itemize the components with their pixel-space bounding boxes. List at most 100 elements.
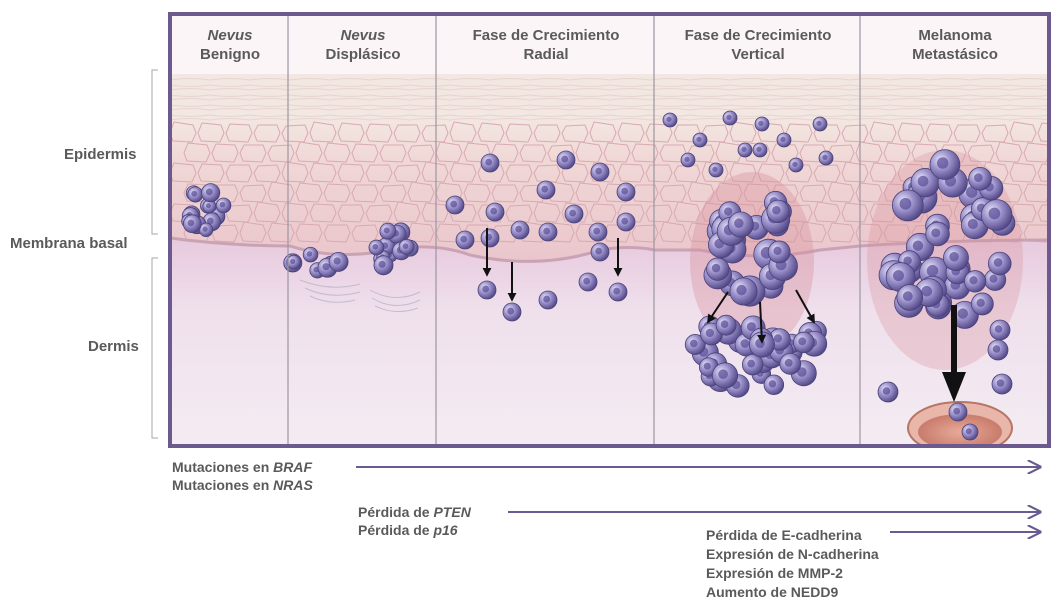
- melanocyte-cell: [579, 273, 597, 291]
- melanocyte-cell: [591, 163, 609, 181]
- melanocyte-cell: [511, 221, 529, 239]
- label-dermis: Dermis: [88, 338, 139, 355]
- melanocyte-cell: [456, 231, 474, 249]
- melanocyte-cell: [565, 205, 583, 223]
- column-header-text: Fase de Crecimiento: [685, 27, 832, 44]
- column-header-text: Displásico: [325, 46, 400, 63]
- melanocyte-cell: [981, 200, 1012, 231]
- column-header-radial-growth: Fase de Crecimiento Radial: [438, 26, 654, 64]
- event-pten: Pérdida de PTEN: [358, 503, 471, 521]
- melanocyte-cell: [813, 117, 827, 131]
- melanocyte-cell: [539, 291, 557, 309]
- melanocyte-cell: [949, 403, 967, 421]
- melanocyte-cell: [964, 271, 985, 292]
- melanocyte-cell: [693, 133, 707, 147]
- melanocyte-cell: [481, 154, 499, 172]
- melanocyte-cell: [591, 243, 609, 261]
- melanocyte-cell: [329, 252, 348, 271]
- melanocyte-cell: [789, 158, 803, 172]
- column-header-text: Fase de Crecimiento: [473, 27, 620, 44]
- event-text: Pérdida de: [358, 522, 433, 538]
- melanocyte-cell: [768, 241, 790, 263]
- melanocyte-cell: [767, 200, 789, 222]
- event-text: Pérdida de: [358, 504, 433, 520]
- event-group-braf-nras: Mutaciones en BRAF Mutaciones en NRAS: [172, 458, 313, 494]
- melanocyte-cell: [793, 332, 814, 353]
- column-header-dysplastic-nevus: Nevus Displásico: [290, 26, 436, 64]
- label-epidermis: Epidermis: [64, 146, 137, 163]
- event-text: Mutaciones en: [172, 459, 273, 475]
- melanocyte-cell: [287, 255, 301, 269]
- melanocyte-cell: [712, 363, 737, 388]
- melanocyte-cell: [663, 113, 677, 127]
- column-header-text: Vertical: [731, 46, 784, 63]
- column-header-italic: Nevus: [207, 27, 252, 44]
- gene-name: PTEN: [433, 504, 470, 520]
- column-header-text: Melanoma: [918, 27, 991, 44]
- layer-brackets: [152, 70, 158, 438]
- melanocyte-cell: [897, 285, 923, 311]
- melanocyte-cell: [992, 374, 1012, 394]
- melanocyte-cell: [971, 293, 993, 315]
- melanocyte-cell: [486, 203, 504, 221]
- melanocyte-cell: [755, 117, 769, 131]
- event-group-invasion: Pérdida de E-cadherina Expresión de N-ca…: [706, 526, 879, 602]
- event-nedd9: Aumento de NEDD9: [706, 583, 879, 602]
- melanocyte-cell: [617, 183, 635, 201]
- melanocyte-cell: [728, 212, 753, 237]
- melanocyte-cell: [753, 143, 767, 157]
- melanocyte-cell: [777, 133, 791, 147]
- melanocyte-cell: [988, 340, 1008, 360]
- melanocyte-cell: [216, 198, 231, 213]
- gene-name: p16: [433, 522, 457, 538]
- melanocyte-cell: [930, 150, 960, 180]
- melanocyte-cell: [183, 215, 201, 233]
- gene-name: BRAF: [273, 459, 312, 475]
- melanocyte-cell: [202, 184, 220, 202]
- melanocyte-cell: [681, 153, 695, 167]
- melanocyte-cell: [962, 424, 978, 440]
- melanocyte-cell: [709, 163, 723, 177]
- melanocyte-cell: [374, 256, 393, 275]
- melanocyte-cell: [380, 223, 396, 239]
- melanocyte-cell: [303, 247, 318, 262]
- melanocyte-cell: [481, 229, 499, 247]
- event-nras: Mutaciones en NRAS: [172, 476, 313, 494]
- event-n-cadherin: Expresión de N-cadherina: [706, 545, 879, 564]
- melanocyte-cell: [969, 167, 992, 190]
- melanocyte-cell: [730, 278, 757, 305]
- melanocyte-cell: [369, 240, 384, 255]
- event-text: Mutaciones en: [172, 477, 273, 493]
- melanocyte-cell: [716, 315, 736, 335]
- event-braf: Mutaciones en BRAF: [172, 458, 313, 476]
- event-group-pten-p16: Pérdida de PTEN Pérdida de p16: [358, 503, 471, 539]
- melanocyte-cell: [589, 223, 607, 241]
- melanocyte-cell: [926, 222, 950, 246]
- melanocyte-cell: [943, 246, 968, 271]
- melanocyte-cell: [609, 283, 627, 301]
- melanocyte-cell: [503, 303, 521, 321]
- gene-name: NRAS: [273, 477, 313, 493]
- melanocyte-cell: [738, 143, 752, 157]
- column-header-italic: Nevus: [340, 27, 385, 44]
- melanocyte-cell: [478, 281, 496, 299]
- melanocyte-cell: [819, 151, 833, 165]
- melanocyte-cell: [617, 213, 635, 231]
- melanocyte-cell: [557, 151, 575, 169]
- label-basal-membrane: Membrana basal: [10, 235, 128, 252]
- column-header-text: Radial: [523, 46, 568, 63]
- column-header-metastatic: Melanoma Metastásico: [862, 26, 1048, 64]
- melanocyte-cell: [188, 187, 203, 202]
- melanocyte-cell: [878, 382, 898, 402]
- column-header-text: Metastásico: [912, 46, 998, 63]
- column-header-vertical-growth: Fase de Crecimiento Vertical: [656, 26, 860, 64]
- melanocyte-cell: [780, 353, 801, 374]
- melanocyte-cell: [990, 320, 1010, 340]
- melanocyte-cell: [892, 190, 923, 221]
- melanocyte-cell: [988, 252, 1011, 275]
- melanocyte-cell: [399, 239, 414, 254]
- melanocyte-cell: [539, 223, 557, 241]
- melanocyte-cell: [446, 196, 464, 214]
- event-mmp2: Expresión de MMP-2: [706, 564, 879, 583]
